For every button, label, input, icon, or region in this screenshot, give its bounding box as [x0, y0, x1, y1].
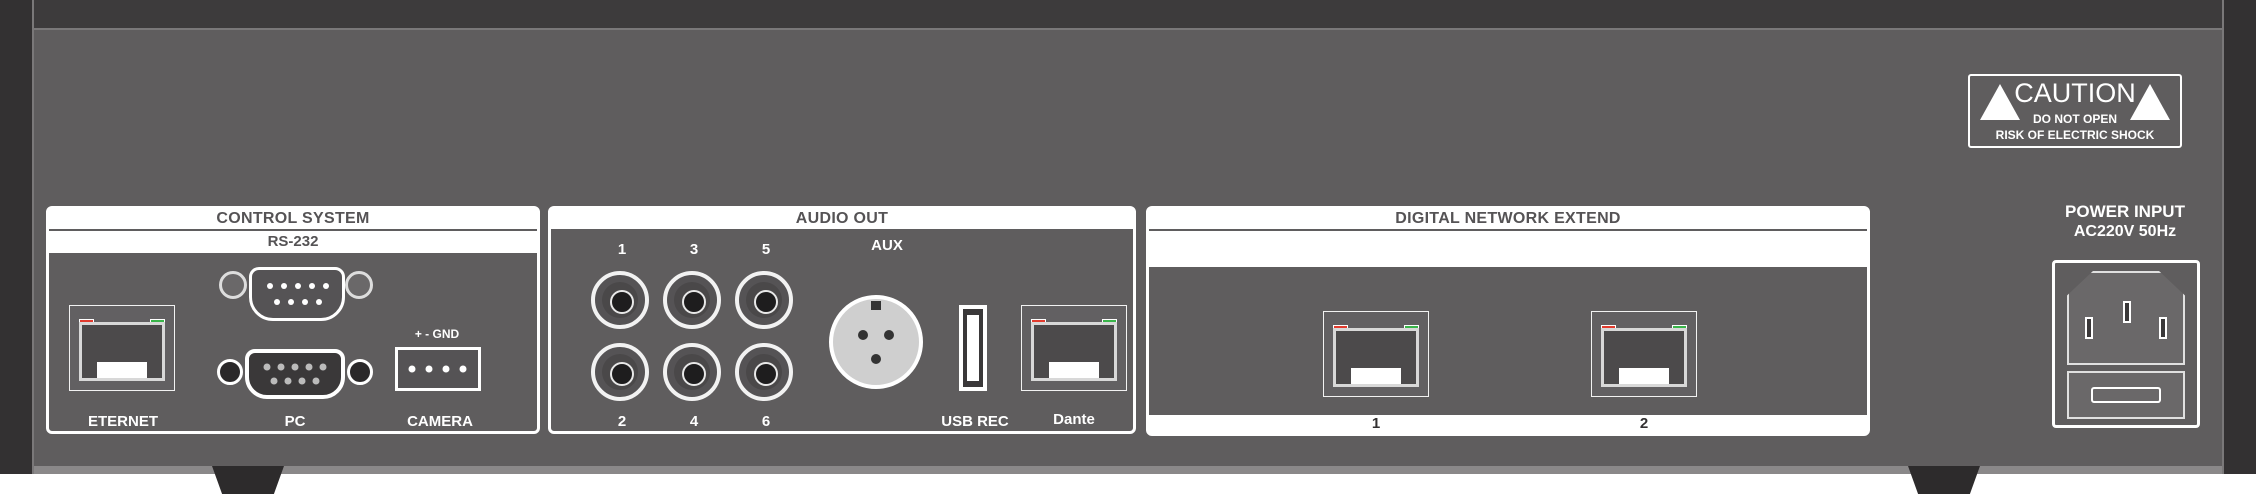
power-inlet[interactable]: [2052, 260, 2200, 428]
digital-network-footer-labels: 1 2: [1149, 415, 1867, 433]
channel-number: 3: [689, 241, 699, 258]
warning-triangle-icon: [1980, 84, 2020, 120]
camera-terminal-port[interactable]: [395, 347, 481, 391]
power-input-title: POWER INPUT: [2065, 202, 2185, 221]
audio-out-panel: AUDIO OUT 1 3 5 AUX 2 4 6 USB REC Dante: [548, 206, 1136, 434]
rca-output-6[interactable]: [735, 343, 793, 401]
rj45-tab: [1619, 368, 1669, 384]
port-2-label: 2: [1639, 415, 1649, 432]
usb-rec-port[interactable]: [959, 305, 987, 391]
channel-number: 1: [617, 241, 627, 258]
control-system-title: CONTROL SYSTEM: [49, 209, 537, 229]
dante-label: Dante: [1053, 411, 1095, 428]
dante-port[interactable]: [1021, 305, 1127, 391]
db9-pins-icon: [267, 283, 329, 305]
screw-icon: [345, 271, 373, 299]
rj45-socket: [1031, 322, 1117, 381]
terminal-pins-icon: [408, 365, 467, 373]
audio-out-title: AUDIO OUT: [551, 209, 1133, 229]
right-foot: [1908, 466, 1980, 494]
rj45-tab: [97, 362, 147, 378]
channel-number: 6: [761, 413, 771, 430]
channel-number: 4: [689, 413, 699, 430]
left-foot: [212, 466, 284, 494]
camera-pin-labels: + - GND: [414, 327, 460, 341]
warning-triangle-icon: [2130, 84, 2170, 120]
ethernet-port[interactable]: [69, 305, 175, 391]
top-edge: [0, 0, 2256, 30]
left-rack-ear: [0, 0, 34, 474]
xlr-pins-icon: [858, 301, 894, 364]
rca-output-5[interactable]: [735, 271, 793, 329]
digital-network-panel: DIGITAL NETWORK EXTEND 1 2: [1146, 206, 1870, 436]
screw-icon: [217, 359, 243, 385]
camera-label: CAMERA: [407, 413, 473, 430]
rs232-label: RS-232: [267, 233, 319, 250]
screw-icon: [347, 359, 373, 385]
channel-number: 2: [617, 413, 627, 430]
control-system-subheader: [49, 231, 537, 253]
rca-output-1[interactable]: [591, 271, 649, 329]
usb-tongue-icon: [967, 315, 979, 381]
digital-network-subheader: [1149, 231, 1867, 267]
db9-pins-icon: [263, 363, 327, 385]
right-rack-ear: [2222, 0, 2256, 474]
fuse-icon: [2091, 387, 2161, 403]
rj45-tab: [1351, 368, 1401, 384]
caution-label: CAUTION DO NOT OPEN RISK OF ELECTRIC SHO…: [1968, 74, 2182, 148]
aux-xlr-port[interactable]: [829, 295, 923, 389]
usb-rec-label: USB REC: [941, 413, 1009, 430]
caution-title: CAUTION: [2014, 78, 2136, 108]
digital-network-footer: [1149, 415, 1867, 433]
fuse-holder[interactable]: [2067, 371, 2185, 419]
channel-number: 5: [761, 241, 771, 258]
port-1-label: 1: [1371, 415, 1381, 432]
control-system-panel: CONTROL SYSTEM RS-232 + - GND: [46, 206, 540, 434]
iec-pin: [2123, 301, 2131, 323]
rca-output-4[interactable]: [663, 343, 721, 401]
pc-label: PC: [284, 413, 306, 430]
rs232-db9-port[interactable]: [249, 267, 345, 321]
iec-pin: [2085, 317, 2093, 339]
bottom-edge: [34, 466, 2222, 474]
power-input-spec: AC220V 50Hz: [2073, 223, 2177, 240]
rca-output-2[interactable]: [591, 343, 649, 401]
iec-pin: [2159, 317, 2167, 339]
caution-line-1: DO NOT OPEN: [2032, 112, 2117, 126]
pc-db9-port[interactable]: [245, 349, 345, 399]
network-extend-port-2[interactable]: [1591, 311, 1697, 397]
screw-icon: [219, 271, 247, 299]
rca-output-3[interactable]: [663, 271, 721, 329]
caution-line-2: RISK OF ELECTRIC SHOCK: [1995, 128, 2155, 142]
aux-label: AUX: [871, 237, 903, 254]
ethernet-label: ETERNET: [87, 413, 158, 430]
network-extend-port-1[interactable]: [1323, 311, 1429, 397]
digital-network-title: DIGITAL NETWORK EXTEND: [1149, 209, 1867, 229]
rj45-tab: [1049, 362, 1099, 378]
